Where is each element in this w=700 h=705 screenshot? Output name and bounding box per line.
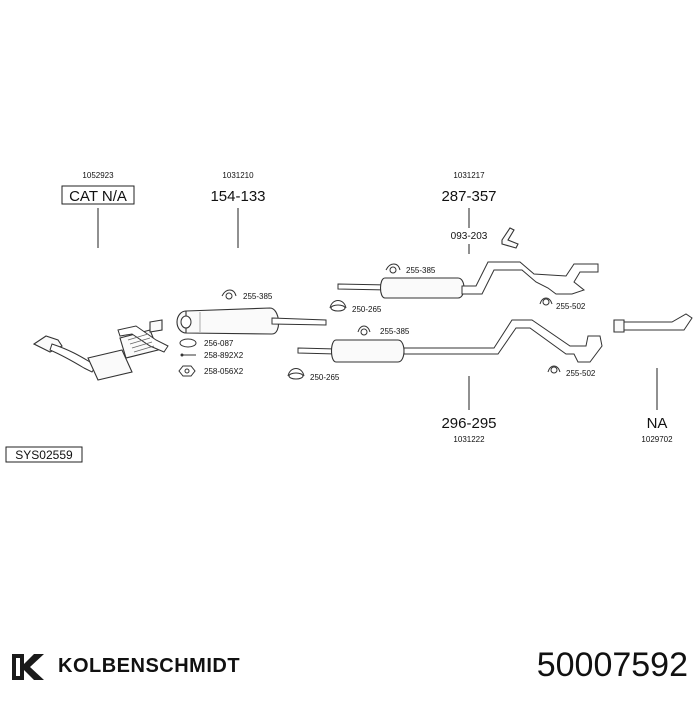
small-part-b: 256-087 [204,339,234,348]
tail-pipe-part [613,313,693,333]
small-part-a: 255-385 [243,292,273,301]
small-part-e: 255-385 [406,266,436,275]
brand-logo-icon [8,650,48,684]
system-code-box [5,446,83,463]
rear-lower-silencer-part [297,319,603,363]
small-part-c-icon [180,353,196,357]
small-part-f: 250-265 [352,305,382,314]
small-part-i-icon [287,368,305,380]
small-part-h: 255-385 [380,327,410,336]
rear-upper-code: 287-357 [441,188,496,205]
cat-code-box [61,185,135,205]
cat-ref: 1052923 [82,171,114,180]
front-silencer-ref: 1031210 [222,171,254,180]
rear-upper-ref: 1031217 [453,171,485,180]
small-part-a-icon [221,289,237,300]
small-part-g: 255-502 [556,302,586,311]
rear-lower-ref: 1031222 [453,435,485,444]
front-silencer-code: 154-133 [210,188,265,205]
rear-lower-code: 296-295 [441,415,496,432]
small-part-e-icon [385,263,401,274]
bracket-part [501,227,519,249]
small-part-j: 255-502 [566,369,596,378]
small-part-h-icon [357,325,371,336]
small-part-j-icon [547,365,561,374]
bracket-code: 093-203 [451,231,488,242]
small-part-g-icon [539,297,553,306]
small-part-d: 258-056X2 [204,367,244,376]
small-part-d-icon [178,365,196,377]
front-silencer-part [176,307,327,335]
tail-ref: 1029702 [641,435,673,444]
rear-upper-silencer-part [337,261,599,299]
small-part-c: 258-892X2 [204,351,244,360]
cat-front-pipe [32,319,169,381]
tail-code: NA [647,415,668,432]
system-code: SYS02559 [15,448,73,462]
cat-code: CAT N/A [69,188,127,205]
article-number: 50007592 [536,646,688,684]
small-part-b-icon [179,338,197,348]
small-part-f-icon [329,300,347,312]
brand-name: KOLBENSCHMIDT [58,655,241,677]
small-part-i: 250-265 [310,373,340,382]
